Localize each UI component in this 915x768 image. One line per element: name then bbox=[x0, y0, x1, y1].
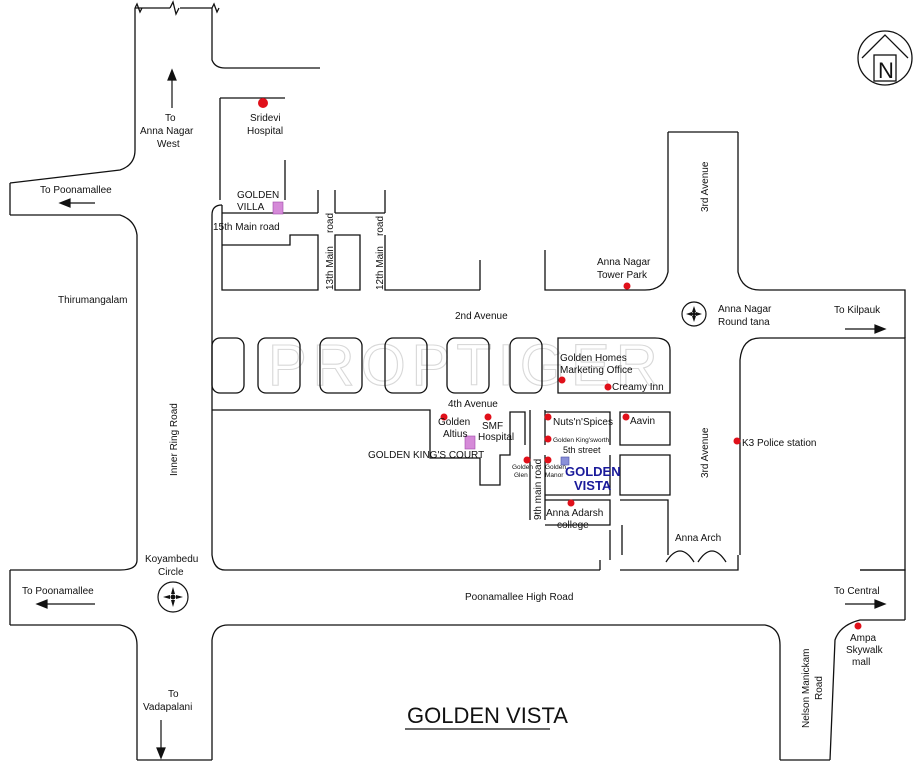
watermark: PROPTIGER bbox=[268, 333, 664, 398]
smf-hospital-dot bbox=[484, 413, 492, 421]
golden-glen-label-1: Golden bbox=[512, 464, 533, 471]
ampa-label-3: mall bbox=[852, 657, 870, 668]
golden-homes-dot bbox=[558, 376, 566, 384]
anna-adarsh-dot bbox=[567, 499, 575, 507]
golden-villa-label-2: VILLA bbox=[237, 202, 265, 213]
sridevi-label-2: Hospital bbox=[247, 126, 283, 137]
thirumangalam-label: Thirumangalam bbox=[58, 295, 127, 306]
creamy-inn-label: Creamy Inn bbox=[612, 382, 664, 393]
k3-police-label: K3 Police station bbox=[742, 438, 817, 449]
3rd-avenue-bottom-label: 3rd Avenue bbox=[700, 427, 711, 478]
golden-altius-label-1: Golden bbox=[438, 417, 470, 428]
koyambedu-label-2: Circle bbox=[158, 567, 184, 578]
to-kilpauk-label: To Kilpauk bbox=[834, 305, 881, 316]
ampa-label-1: Ampa bbox=[850, 633, 877, 644]
golden-villa-label-1: GOLDEN bbox=[237, 190, 279, 201]
poi-markers bbox=[258, 98, 862, 630]
ampa-mall-dot bbox=[854, 622, 862, 630]
round-tana-label-2: Round tana bbox=[718, 317, 770, 328]
4th-avenue-label: 4th Avenue bbox=[448, 399, 498, 410]
golden-kings-court-label: GOLDEN KING'S COURT bbox=[368, 450, 484, 461]
inner-ring-road-label: Inner Ring Road bbox=[169, 403, 180, 476]
direction-arrows bbox=[35, 68, 887, 760]
5th-street-label: 5th street bbox=[563, 445, 601, 455]
to-poonamallee-bottom-label: To Poonamallee bbox=[22, 586, 94, 597]
to-anna-nagar-west-label-2: Anna Nagar bbox=[140, 126, 194, 137]
anna-adarsh-label-2: college bbox=[557, 520, 589, 531]
12th-main-label: 12th Main bbox=[375, 246, 386, 290]
to-vadapalani-label-1: To bbox=[168, 689, 179, 700]
golden-homes-label-1: Golden Homes bbox=[560, 353, 627, 364]
golden-vista-label-2: VISTA bbox=[574, 478, 612, 493]
property-markers bbox=[272, 201, 570, 466]
poonamallee-high-road-label: Poonamallee High Road bbox=[465, 592, 573, 603]
anna-arch-label: Anna Arch bbox=[675, 533, 721, 544]
to-anna-nagar-west-label-1: To bbox=[165, 113, 176, 124]
sridevi-hospital-dot bbox=[258, 98, 268, 108]
koyambedu-label-1: Koyambedu bbox=[145, 554, 198, 565]
aavin-label: Aavin bbox=[630, 416, 655, 427]
compass-north-label: N bbox=[878, 58, 894, 83]
golden-vista-label-1: GOLDEN bbox=[565, 464, 621, 479]
road-network bbox=[9, 0, 906, 761]
map-title: GOLDEN VISTA bbox=[407, 703, 568, 728]
tower-park-label-2: Tower Park bbox=[597, 270, 648, 281]
k3-police-dot bbox=[733, 437, 741, 445]
2nd-avenue-label: 2nd Avenue bbox=[455, 311, 508, 322]
golden-glen-dot bbox=[523, 456, 531, 464]
golden-homes-label-2: Marketing Office bbox=[560, 365, 633, 376]
golden-kingsworth-dot bbox=[544, 435, 552, 443]
9th-main-road-label: 9th main road bbox=[533, 459, 544, 520]
golden-kingsworth-label: Golden King'sworth bbox=[553, 437, 610, 444]
round-tana-icon bbox=[681, 301, 707, 327]
13th-main-road-label: road bbox=[325, 213, 336, 233]
golden-villa-marker bbox=[272, 201, 284, 215]
15th-main-road-label: 15th Main road bbox=[213, 222, 280, 233]
sridevi-label-1: Sridevi bbox=[250, 113, 281, 124]
golden-altius-dot bbox=[440, 413, 448, 421]
golden-glen-label-2: Glen bbox=[514, 472, 528, 479]
tower-park-label-1: Anna Nagar bbox=[597, 257, 651, 268]
round-tana-label-1: Anna Nagar bbox=[718, 304, 772, 315]
to-anna-nagar-west-label-3: West bbox=[157, 139, 180, 150]
compass-icon: N bbox=[857, 30, 913, 86]
3rd-avenue-top-label: 3rd Avenue bbox=[700, 161, 711, 212]
anna-arch-icon bbox=[665, 550, 727, 563]
golden-manor-label-1: Golden bbox=[545, 464, 566, 471]
13th-main-label: 13th Main bbox=[325, 246, 336, 290]
creamy-inn-dot bbox=[604, 383, 612, 391]
ampa-label-2: Skywalk bbox=[846, 645, 884, 656]
koyambedu-circle-icon bbox=[157, 581, 189, 613]
12th-main-road-label: road bbox=[375, 216, 386, 236]
golden-altius-label-2: Altius bbox=[443, 429, 467, 440]
golden-kings-court-marker bbox=[464, 435, 476, 450]
aavin-dot bbox=[622, 413, 630, 421]
golden-manor-dot bbox=[544, 456, 552, 464]
labels: To Anna Nagar West To Poonamallee To Poo… bbox=[22, 113, 884, 730]
nuts-spices-dot bbox=[544, 413, 552, 421]
smf-label-2: Hospital bbox=[478, 432, 514, 443]
anna-adarsh-label-1: Anna Adarsh bbox=[546, 508, 603, 519]
golden-vista-marker bbox=[560, 456, 570, 466]
nelson-manickam-label-2: Road bbox=[814, 676, 825, 700]
to-vadapalani-label-2: Vadapalani bbox=[143, 702, 192, 713]
nelson-manickam-label-1: Nelson Manickam bbox=[801, 649, 812, 728]
nuts-spices-label: Nuts'n'Spices bbox=[553, 417, 613, 428]
tower-park-dot bbox=[623, 282, 631, 290]
smf-label-1: SMF bbox=[482, 421, 503, 432]
golden-manor-label-2: Manor bbox=[545, 472, 564, 479]
to-poonamallee-top-label: To Poonamallee bbox=[40, 185, 112, 196]
to-central-label: To Central bbox=[834, 586, 880, 597]
